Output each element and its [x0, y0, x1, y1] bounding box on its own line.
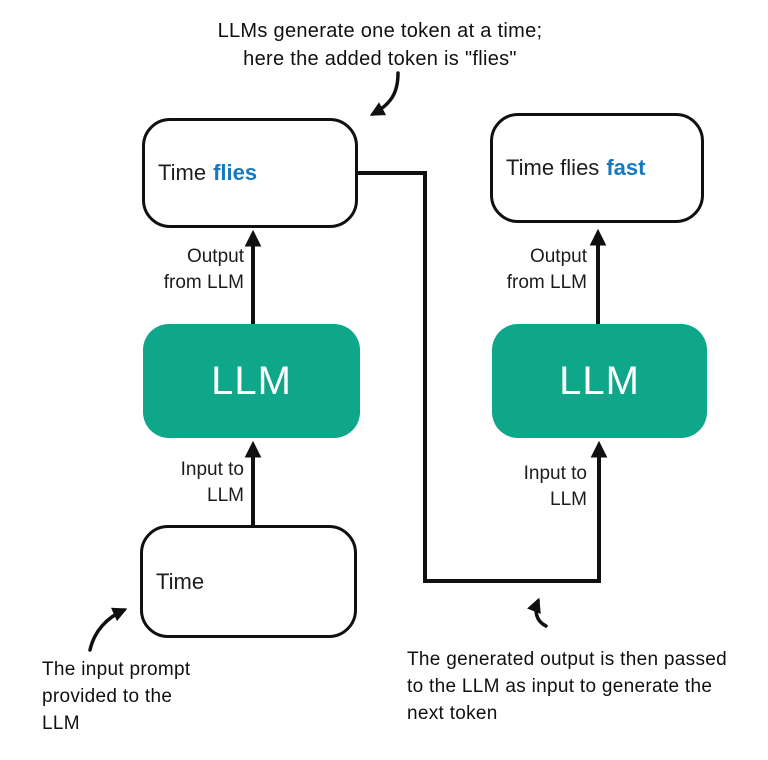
annotation-bottom-right-line3: next token [407, 703, 498, 724]
annotation-bottom-left-line2: provided to the [42, 686, 173, 707]
bottom-right-annotation-arrow [527, 597, 548, 628]
annotation-bottom-right-line1: The generated output is then passed [407, 649, 728, 670]
annotation-bottom-right: The generated output is then passed to t… [407, 646, 727, 727]
annotation-top-line2: here the added token is "flies" [243, 48, 517, 70]
annotation-bottom-left-line3: LLM [42, 713, 80, 734]
right-input-label-line2: LLM [550, 489, 587, 510]
right-input-label-line1: Input to [523, 463, 587, 484]
llm-label-right: LLM [559, 358, 640, 403]
output-text-plain: Time [158, 160, 207, 185]
output-token-highlight: fast [606, 155, 646, 180]
right-input-arrow-label: Input to LLM [524, 461, 587, 513]
annotation-top-line1: LLMs generate one token at a time; [217, 20, 543, 42]
top-annotation-arrow [369, 71, 400, 116]
left-input-label-line1: Input to [180, 459, 244, 480]
bottom-left-annotation-arrow [88, 607, 128, 652]
left-output-label-line2: from LLM [163, 272, 244, 293]
left-input-label-line2: LLM [207, 485, 244, 506]
input-box-time: Time [140, 525, 357, 638]
left-output-arrow-label: Output from LLM [164, 244, 244, 296]
llm-label-left: LLM [211, 358, 292, 403]
input-text: Time [156, 568, 205, 594]
annotation-bottom-left-line1: The input prompt [42, 659, 191, 680]
output-token-highlight: flies [213, 160, 258, 185]
annotation-top: LLMs generate one token at a time; here … [180, 17, 580, 73]
annotation-bottom-right-line2: to the LLM as input to generate the [407, 676, 713, 697]
right-output-arrow-label: Output from LLM [507, 244, 587, 296]
llm-box-right: LLM [492, 324, 707, 438]
left-input-arrow-label: Input to LLM [181, 457, 244, 509]
annotation-bottom-left: The input prompt provided to the LLM [42, 656, 190, 737]
feedback-connector-arrow [358, 171, 608, 583]
left-output-label-line1: Output [186, 246, 244, 267]
llm-box-left: LLM [143, 324, 360, 438]
right-output-label-line2: from LLM [506, 272, 587, 293]
output-text-plain: Time flies [506, 155, 600, 180]
right-output-label-line1: Output [529, 246, 587, 267]
